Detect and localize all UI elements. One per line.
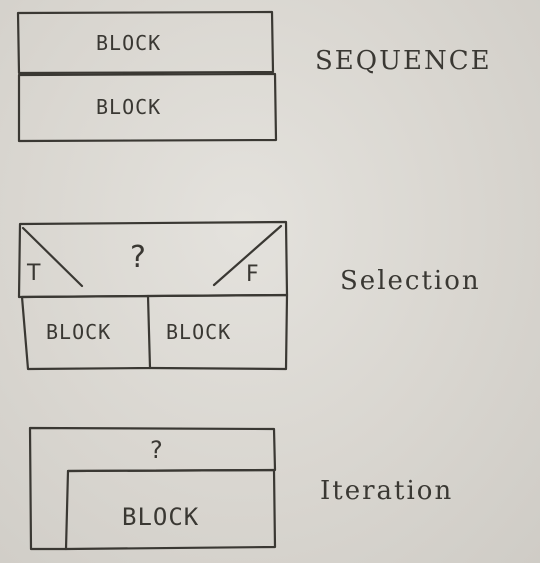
selection-false-label: F [246,262,260,287]
iteration-body-box [64,468,277,551]
sequence-box-top [16,10,275,75]
selection-label: Selection [340,266,481,296]
selection-false-diagonal [212,224,283,287]
selection-true-label: T [27,261,42,286]
sequence-box-bottom [17,72,278,143]
selection-branch-box-right [146,293,289,371]
selection-true-diagonal [21,226,84,288]
sequence-block-1-text: BLOCK [96,31,162,55]
iteration-label: Iteration [320,476,454,506]
iteration-block-text: BLOCK [122,503,200,531]
selection-condition-mark: ? [130,240,147,275]
selection-block-right-text: BLOCK [166,320,232,344]
sequence-block-2-text: BLOCK [96,95,162,119]
selection-block-left-text: BLOCK [46,320,112,344]
sequence-label: SEQUENCE [315,46,492,76]
iteration-condition-mark: ? [150,436,164,464]
